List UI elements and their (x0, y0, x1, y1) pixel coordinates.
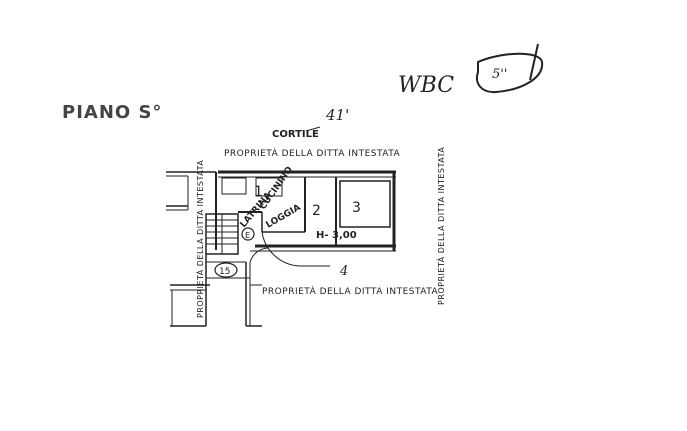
numbered-circle-mark: 15 (214, 262, 238, 278)
handwritten-bottom-number: 4 (339, 264, 348, 279)
room-2-number: 2 (312, 203, 321, 219)
room-3-number: 3 (352, 200, 361, 216)
ceiling-height-label: H- 3,00 (316, 230, 357, 241)
property-label-bottom: PROPRIETÀ DELLA DITTA INTESTATA (262, 285, 439, 297)
svg-text:15: 15 (219, 267, 230, 277)
floor-title: PIANO S° (62, 102, 162, 123)
signature-text: WBC (398, 73, 454, 98)
property-label-right: PROPRIETÀ DELLA DITTA INTESTATA (435, 147, 446, 305)
stair-circle-mark: E (241, 227, 255, 241)
cortile-label: CORTILE (272, 129, 319, 140)
svg-text:E: E (245, 231, 250, 240)
signature-mark: WBC 5'' (398, 43, 544, 98)
property-label-left: PROPRIETÀ DELLA DITTA INTESTATA (194, 160, 205, 318)
walls (166, 170, 396, 327)
handwritten-top-number: 41' (325, 106, 349, 124)
property-label-top: PROPRIETÀ DELLA DITTA INTESTATA (224, 147, 401, 159)
circled-number: 5'' (492, 67, 507, 82)
loggia-label: LOGGIA (265, 203, 303, 231)
room-1-number: 1 (254, 184, 263, 200)
signature-circle (476, 52, 544, 94)
